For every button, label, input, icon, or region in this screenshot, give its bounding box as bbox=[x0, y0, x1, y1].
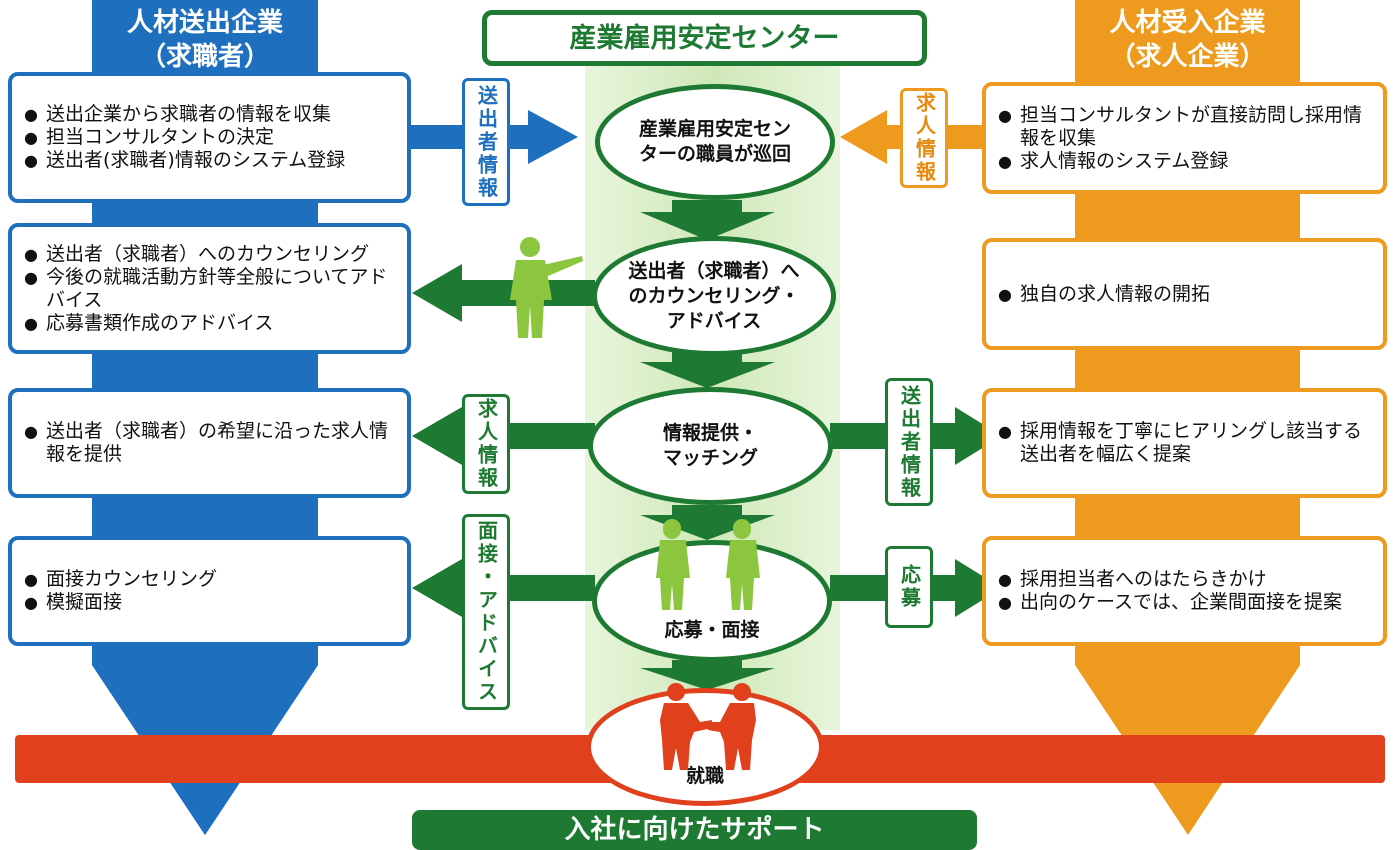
right-box-1: 担当コンサルタントが直接訪問し採用情報を収集 求人情報のシステム登録 bbox=[982, 82, 1387, 194]
left-box-1: 送出企業から求職者の情報を収集 担当コンサルタントの決定 送出者(求職者)情報の… bbox=[8, 72, 411, 203]
center-title: 産業雇用安定センター bbox=[482, 10, 927, 66]
left-box-2-item: 送出者（求職者）へのカウンセリング bbox=[24, 243, 397, 266]
label-sender-info-top: 送出者情報 bbox=[462, 78, 510, 206]
right-box-4-item: 採用担当者へのはたらきかけ bbox=[998, 568, 1342, 591]
center-down-arrows bbox=[640, 200, 775, 690]
left-box-1-item: 送出者(求職者)情報のシステム登録 bbox=[24, 149, 345, 172]
right-header-line2: （求人企業） bbox=[1109, 42, 1266, 72]
right-header-line1: 人材受入企業 bbox=[1109, 8, 1266, 38]
right-box-3-item: 採用情報を丁寧にヒアリングし該当する送出者を幅広く提案 bbox=[998, 420, 1373, 466]
right-box-3: 採用情報を丁寧にヒアリングし該当する送出者を幅広く提案 bbox=[982, 388, 1387, 498]
presenter-figure-icon bbox=[510, 237, 583, 338]
left-column-header: 人材送出企業 （求職者） bbox=[92, 6, 318, 74]
label-job-info-top: 求人情報 bbox=[900, 88, 948, 188]
oval-employment-label: 就職 bbox=[685, 765, 724, 787]
oval-staff-patrol: 産業雇用安定センターの職員が巡回 bbox=[595, 84, 835, 200]
left-box-4-item: 面接カウンセリング bbox=[24, 568, 217, 591]
right-column-header: 人材受入企業 （求人企業） bbox=[1075, 6, 1300, 74]
label-interview-advice: 面接・アドバイス bbox=[462, 514, 510, 710]
label-job-info-mid: 求人情報 bbox=[462, 394, 510, 494]
left-box-2: 送出者（求職者）へのカウンセリング 今後の就職活動方針等全般についてアドバイス … bbox=[8, 223, 411, 354]
right-box-2-item: 独自の求人情報の開拓 bbox=[998, 283, 1210, 306]
right-box-1-item: 求人情報のシステム登録 bbox=[998, 150, 1373, 173]
right-box-4: 採用担当者へのはたらきかけ 出向のケースでは、企業間面接を提案 bbox=[982, 536, 1387, 646]
left-box-1-item: 担当コンサルタントの決定 bbox=[24, 126, 345, 149]
left-box-1-item: 送出企業から求職者の情報を収集 bbox=[24, 103, 345, 126]
oval-application-interview: 応募・面接 bbox=[592, 540, 832, 662]
oval-counseling: 送出者（求職者）へのカウンセリング・アドバイス bbox=[592, 236, 836, 356]
left-header-line2: （求職者） bbox=[139, 42, 270, 72]
left-box-2-item: 今後の就職活動方針等全般についてアドバイス bbox=[24, 266, 397, 312]
left-box-3: 送出者（求職者）の希望に沿った求人情報を提供 bbox=[8, 388, 411, 498]
oval-employment: 就職 bbox=[586, 688, 824, 806]
left-box-3-item: 送出者（求職者）の希望に沿った求人情報を提供 bbox=[24, 420, 397, 466]
bottom-support-label: 入社に向けたサポート bbox=[412, 810, 977, 850]
left-header-line1: 人材送出企業 bbox=[126, 8, 283, 38]
left-box-2-item: 応募書類作成のアドバイス bbox=[24, 312, 397, 335]
oval-application-interview-label: 応募・面接 bbox=[664, 619, 760, 641]
label-application: 応募 bbox=[885, 546, 933, 628]
right-box-2: 独自の求人情報の開拓 bbox=[982, 238, 1387, 350]
right-box-1-item: 担当コンサルタントが直接訪問し採用情報を収集 bbox=[998, 104, 1373, 150]
label-sender-info-mid: 送出者情報 bbox=[885, 378, 933, 506]
right-box-4-item: 出向のケースでは、企業間面接を提案 bbox=[998, 591, 1342, 614]
left-box-4: 面接カウンセリング 模擬面接 bbox=[8, 536, 411, 646]
left-box-4-item: 模擬面接 bbox=[24, 591, 217, 614]
arrow-center-to-left-row2 bbox=[412, 264, 595, 322]
oval-matching: 情報提供・マッチング bbox=[588, 387, 833, 505]
